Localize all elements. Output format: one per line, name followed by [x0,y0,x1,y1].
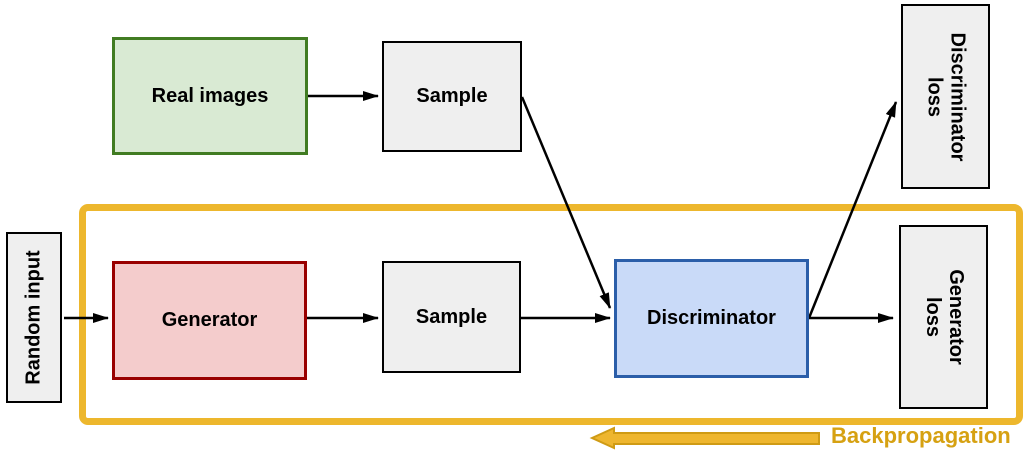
backpropagation-label: Backpropagation [831,423,1011,448]
discriminator-loss-label: Discriminator loss [923,32,969,161]
random-input-node: Random input [6,232,62,403]
generator-loss-node: Generator loss [899,225,988,409]
real-images-label: Real images [151,84,269,107]
real-images-node: Real images [112,37,308,155]
discriminator-loss-node: Discriminator loss [901,4,990,189]
discriminator-label: Discriminator [647,307,776,329]
random-input-label: Random input [22,250,45,385]
generator-loss-label: Generator loss [921,269,967,365]
backpropagation-arrow [589,426,820,450]
sample-generated-node: Sample [382,261,521,373]
discriminator-node: Discriminator [614,259,809,378]
sample-generated-label: Sample [415,305,488,328]
generator-node: Generator [112,261,307,380]
sample-real-label: Sample [416,85,488,107]
generator-label: Generator [161,309,258,331]
sample-real-node: Sample [382,41,522,152]
